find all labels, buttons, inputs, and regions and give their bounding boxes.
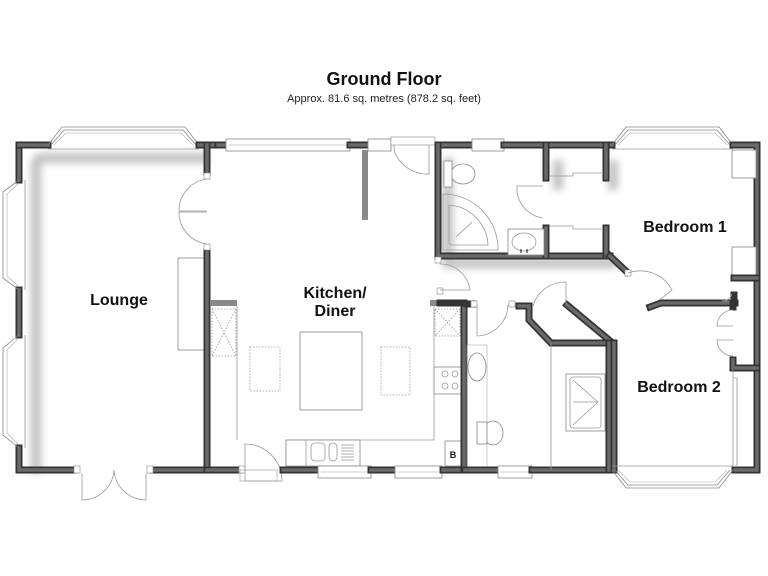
bedroom-1: Bedroom 1 xyxy=(605,126,761,474)
bedroom2-bay-window xyxy=(611,465,734,489)
boiler: B xyxy=(444,440,462,467)
kitchen-stub-wall xyxy=(362,150,368,220)
wc-door[interactable] xyxy=(476,304,509,337)
lounge-label: Lounge xyxy=(90,292,148,309)
kitchen-window-small xyxy=(367,138,392,152)
lounge-bay-window-left-upper xyxy=(2,179,26,291)
lounge-bay-window-top xyxy=(47,126,200,150)
shower-room-door[interactable] xyxy=(532,281,567,307)
kitchen-back-door[interactable] xyxy=(393,145,430,175)
bathroom-window xyxy=(471,138,505,152)
lounge-bay-window-left-lower xyxy=(2,334,26,449)
kitchen-sink xyxy=(285,439,361,467)
bedroom2-label: Bedroom 2 xyxy=(637,379,721,396)
fridge-unit-left xyxy=(211,308,237,357)
lounge-room: Lounge xyxy=(2,126,210,501)
bedroom2-wardrobe-doors[interactable] xyxy=(716,309,734,357)
bedroom1-label: Bedroom 1 xyxy=(643,219,727,236)
fridge-unit-right xyxy=(434,308,461,337)
wc-basin xyxy=(467,352,487,382)
shower-tray xyxy=(565,373,606,432)
dining-table xyxy=(299,331,363,411)
bathroom-toilet xyxy=(450,163,476,185)
boiler-label: B xyxy=(450,450,457,460)
bathroom-basin xyxy=(507,228,545,256)
bathroom-shower xyxy=(442,193,499,251)
wall-shadows xyxy=(31,153,618,473)
bedside-table-lower xyxy=(731,246,757,276)
kitchen-label-line2: Diner xyxy=(315,303,356,320)
hallway-and-shower-room xyxy=(461,281,616,479)
kitchen-diner-room: B Kitchen/ Diner xyxy=(203,136,471,482)
lounge-kitchen-partition xyxy=(178,141,222,474)
kitchen-label-line1: Kitchen/ xyxy=(303,285,367,302)
lounge-door-lower[interactable] xyxy=(178,211,208,245)
bedroom1-door[interactable] xyxy=(627,270,673,307)
bathroom xyxy=(434,138,616,264)
lounge-french-doors[interactable] xyxy=(73,465,154,501)
floor-title: Ground Floor xyxy=(326,69,442,89)
dining-chair-left xyxy=(249,346,281,392)
kitchen-side-door[interactable] xyxy=(244,443,283,482)
bedroom-2: Bedroom 2 xyxy=(610,299,761,489)
bedroom1-bay-window xyxy=(611,126,734,150)
dining-chair-right xyxy=(380,346,411,396)
bedside-table-upper xyxy=(731,149,757,179)
hall-door[interactable] xyxy=(439,263,471,291)
bathroom-door[interactable] xyxy=(516,185,544,219)
floor-area-subtitle: Approx. 81.6 sq. metres (878.2 sq. feet) xyxy=(287,93,481,105)
lounge-door-upper[interactable] xyxy=(178,178,208,212)
lounge-cabinet xyxy=(177,257,206,351)
kitchen-hob xyxy=(433,366,462,395)
